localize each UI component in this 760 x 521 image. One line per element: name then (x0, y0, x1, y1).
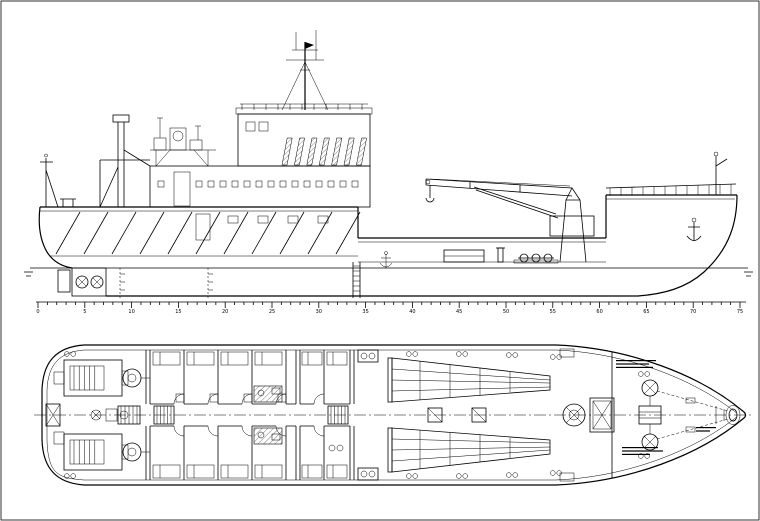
funnel-and-boat-deck (99, 114, 151, 208)
forecastle-rail-stanchions (609, 184, 732, 196)
frame-ruler-ticks (37, 302, 741, 308)
main-engine-port (63, 359, 123, 397)
cargo-deck-plan (357, 348, 615, 482)
deckhouse (149, 165, 371, 208)
lockers (175, 393, 287, 403)
frame-number: 45 (456, 309, 462, 315)
crane-cylinder (473, 186, 559, 219)
frame-number: 35 (362, 309, 368, 315)
frame-ruler-numbers: 0 5 10 15 20 25 30 35 40 45 50 55 60 65 … (36, 309, 743, 315)
bulwark-door (195, 213, 211, 241)
bow-chock (728, 408, 738, 422)
frame-number: 30 (316, 309, 322, 315)
side-ladder-rungs (353, 265, 360, 297)
crane-hook (425, 185, 435, 203)
main-engine-stbd (63, 433, 123, 471)
frame-number: 20 (222, 309, 228, 315)
signal-mast (281, 30, 329, 111)
hull-profile (38, 194, 738, 297)
stern-chute-stbd (391, 427, 551, 473)
cargo-deck-fittings (352, 247, 559, 298)
winch-base (513, 259, 559, 264)
cabin-berths (152, 351, 348, 479)
engine-room (45, 359, 150, 471)
annotation-text (616, 360, 716, 455)
stern-bollards (60, 198, 76, 207)
deckhouse-windows (157, 180, 359, 188)
radar-scanner (172, 130, 184, 142)
crane-boom (425, 178, 573, 197)
capstan (562, 403, 586, 427)
mooring-bitts (64, 351, 650, 479)
rudder (57, 269, 71, 293)
spare-anchor (379, 254, 393, 268)
frame-number: 40 (409, 309, 415, 315)
bow-anchor (686, 222, 702, 241)
frame-number: 65 (643, 309, 649, 315)
forecastle (605, 151, 737, 241)
frame-number: 70 (690, 309, 696, 315)
propeller-skeg (57, 267, 107, 297)
deck-crane (425, 178, 595, 263)
mast-flag (305, 42, 314, 49)
stair-treads (330, 406, 346, 424)
hull-plan-outline (34, 344, 752, 486)
frame-number: 10 (128, 309, 134, 315)
waterline (24, 267, 753, 298)
engine-cylinders-port (73, 366, 96, 390)
plan-view (34, 344, 752, 486)
frame-number: 50 (503, 309, 509, 315)
wheelhouse-roof-rail (241, 104, 363, 110)
side-ladder (352, 262, 361, 298)
stern-mast (40, 153, 76, 208)
sanitary-spaces (253, 385, 283, 445)
wheelhouse (235, 103, 373, 167)
frame-number: 25 (269, 309, 275, 315)
deckhouse-door (173, 171, 191, 207)
frame-number: 0 (36, 309, 39, 315)
frame-number: 15 (175, 309, 181, 315)
frame-number: 5 (83, 309, 86, 315)
hull-side-hatching (55, 211, 361, 255)
frame-number: 55 (550, 309, 556, 315)
stern-chute-port (391, 357, 551, 403)
crane-house (549, 215, 595, 237)
wheelhouse-front-windows (281, 137, 367, 166)
lattice-mast-platform (150, 117, 216, 167)
frame-number: 60 (596, 309, 602, 315)
funnel-cap (112, 114, 130, 123)
frame-number: 75 (737, 309, 743, 315)
steering-gear (45, 403, 61, 427)
bow-plan (638, 379, 741, 451)
stair-treads (120, 406, 138, 424)
deck-house-hatch (589, 397, 615, 433)
engine-cylinders-stbd (73, 440, 96, 464)
profile-view (24, 30, 753, 298)
frame-ruler: 0 5 10 15 20 25 30 35 40 45 50 55 60 65 … (36, 301, 746, 315)
bulkheads (145, 350, 613, 480)
stair-treads (156, 406, 172, 424)
flag-mast (715, 156, 728, 195)
